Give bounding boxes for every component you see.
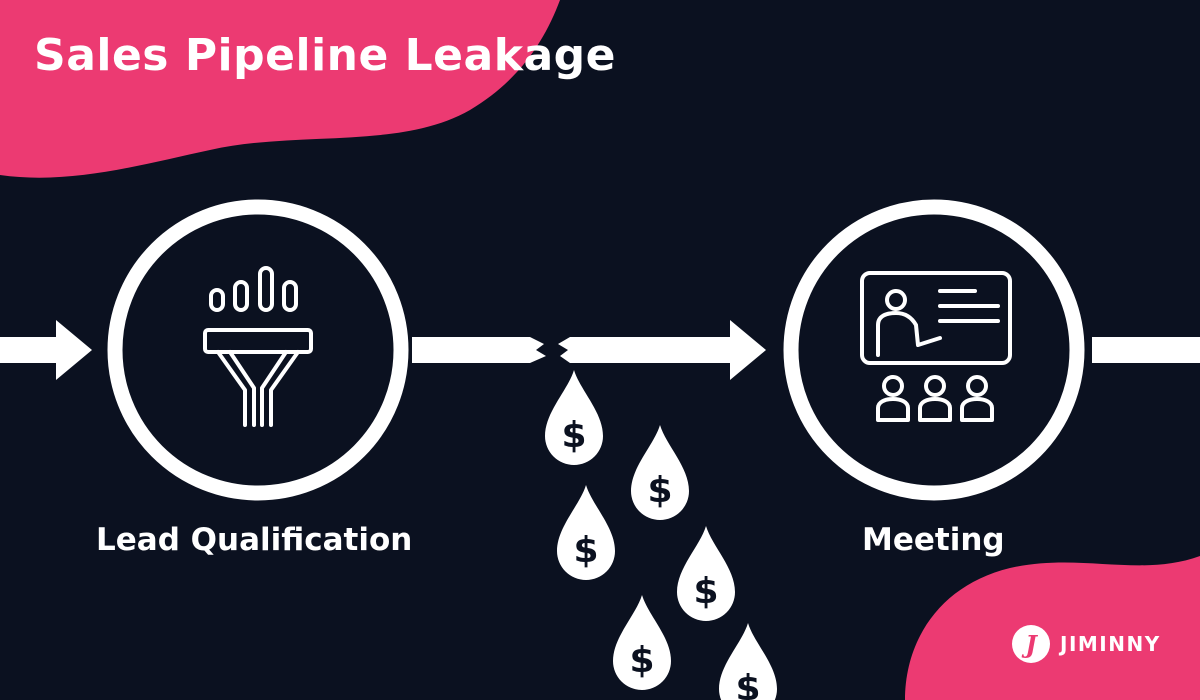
funnel-icon xyxy=(203,266,313,427)
dollar-sign: $ xyxy=(735,668,760,700)
money-drops: $ $ $ $ $ $ xyxy=(545,370,777,700)
pipeline-line-right xyxy=(1092,337,1200,363)
dollar-sign: $ xyxy=(561,415,586,456)
arrow-head-right xyxy=(730,320,766,380)
top-left-accent-blob xyxy=(0,0,560,178)
money-drop-icon: $ xyxy=(545,370,603,465)
money-drop-icon: $ xyxy=(557,485,615,580)
dollar-sign: $ xyxy=(647,470,672,511)
dollar-sign: $ xyxy=(693,571,718,612)
stage-label-lead-qualification: Lead Qualification xyxy=(96,522,413,558)
stage-circle-meeting xyxy=(783,199,1085,501)
money-drop-icon: $ xyxy=(719,623,777,700)
pipeline-line xyxy=(0,320,1200,380)
brand-logo-icon: J xyxy=(1012,625,1050,663)
brand: J JIMINNY xyxy=(1012,624,1161,664)
presentation-icon xyxy=(860,271,1012,422)
page-title: Sales Pipeline Leakage xyxy=(34,30,616,81)
money-drop-icon: $ xyxy=(631,425,689,520)
bottom-right-accent-blob xyxy=(905,556,1200,700)
pipeline-line-broken-right xyxy=(558,337,740,363)
money-drop-icon: $ xyxy=(677,526,735,621)
arrow-head-left xyxy=(56,320,92,380)
pipeline-line-left xyxy=(0,337,62,363)
money-drop-icon: $ xyxy=(613,595,671,690)
stage-circle-lead-qualification xyxy=(107,199,409,501)
brand-name: JIMINNY xyxy=(1060,632,1161,656)
stage-label-meeting: Meeting xyxy=(862,522,1005,558)
pipeline-line-broken-left xyxy=(412,337,546,363)
dollar-sign: $ xyxy=(629,640,654,681)
dollar-sign: $ xyxy=(573,530,598,571)
